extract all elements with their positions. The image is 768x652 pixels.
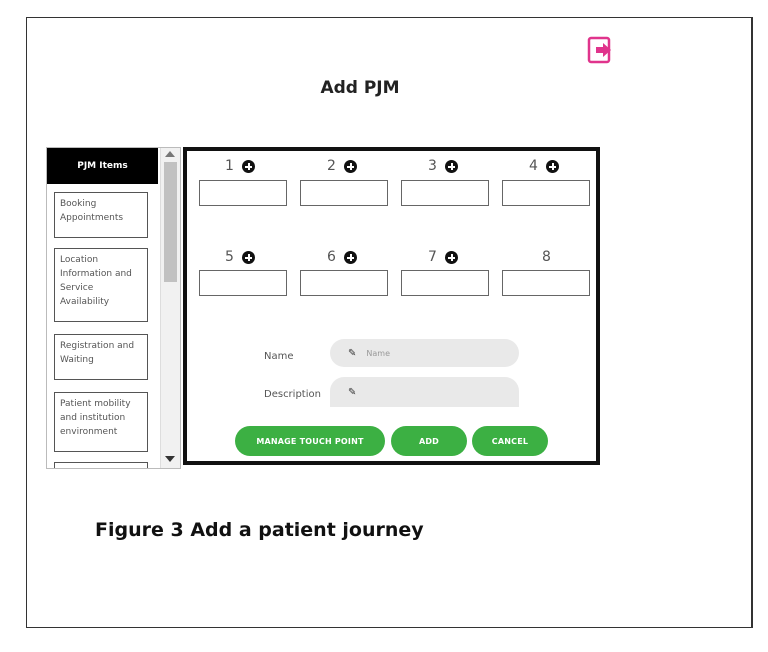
touch-point-6: 6 bbox=[327, 249, 357, 265]
add-circle-icon[interactable] bbox=[343, 159, 357, 173]
sidebar-item-registration[interactable]: Registration and Waiting bbox=[54, 334, 148, 380]
scroll-up-arrow-icon[interactable] bbox=[165, 151, 175, 157]
sidebar-item-booking[interactable]: Booking Appointments bbox=[54, 192, 148, 238]
touch-point-4: 4 bbox=[529, 158, 559, 174]
cancel-button[interactable]: CANCEL bbox=[472, 426, 548, 456]
touch-point-input-6[interactable] bbox=[300, 270, 388, 296]
add-circle-icon[interactable] bbox=[241, 159, 255, 173]
add-circle-icon[interactable] bbox=[545, 159, 559, 173]
sidebar-item-partial[interactable] bbox=[54, 462, 148, 468]
description-label: Description bbox=[264, 389, 321, 400]
sidebar-scrollbar[interactable] bbox=[160, 148, 180, 468]
pencil-icon: ✎ bbox=[348, 386, 357, 398]
sidebar-item-location[interactable]: Location Information and Service Availab… bbox=[54, 248, 148, 322]
scroll-down-arrow-icon[interactable] bbox=[165, 456, 175, 462]
touch-point-8: 8 bbox=[542, 249, 551, 265]
touch-point-number: 8 bbox=[542, 249, 551, 265]
add-circle-icon[interactable] bbox=[241, 250, 255, 264]
touch-point-1: 1 bbox=[225, 158, 255, 174]
touch-point-number: 2 bbox=[327, 158, 336, 174]
touch-point-input-1[interactable] bbox=[199, 180, 287, 206]
touch-point-input-8[interactable] bbox=[502, 270, 590, 296]
touch-point-3: 3 bbox=[428, 158, 458, 174]
touch-point-input-5[interactable] bbox=[199, 270, 287, 296]
touch-point-panel: 1 2 3 4 5 6 7 8 Name ✎ Name Descript bbox=[183, 147, 600, 465]
figure-caption: Figure 3 Add a patient journey bbox=[95, 519, 424, 541]
touch-point-number: 4 bbox=[529, 158, 538, 174]
table-divider bbox=[751, 17, 753, 628]
page-title: Add PJM bbox=[320, 78, 400, 98]
pencil-icon: ✎ bbox=[348, 347, 357, 359]
touch-point-input-3[interactable] bbox=[401, 180, 489, 206]
add-circle-icon[interactable] bbox=[444, 250, 458, 264]
name-label: Name bbox=[264, 351, 294, 362]
touch-point-number: 7 bbox=[428, 249, 437, 265]
name-input[interactable]: ✎ Name bbox=[330, 339, 519, 367]
touch-point-2: 2 bbox=[327, 158, 357, 174]
figure-frame bbox=[26, 17, 753, 628]
touch-point-number: 5 bbox=[225, 249, 234, 265]
touch-point-7: 7 bbox=[428, 249, 458, 265]
description-input[interactable]: ✎ bbox=[330, 377, 519, 407]
touch-point-input-2[interactable] bbox=[300, 180, 388, 206]
add-circle-icon[interactable] bbox=[444, 159, 458, 173]
exit-icon[interactable] bbox=[587, 36, 613, 64]
touch-point-number: 6 bbox=[327, 249, 336, 265]
manage-touch-point-button[interactable]: MANAGE TOUCH POINT bbox=[235, 426, 385, 456]
pjm-items-sidebar: PJM Items Booking Appointments Location … bbox=[46, 147, 181, 469]
sidebar-item-patient-mobility[interactable]: Patient mobility and institution environ… bbox=[54, 392, 148, 452]
add-circle-icon[interactable] bbox=[343, 250, 357, 264]
touch-point-input-4[interactable] bbox=[502, 180, 590, 206]
touch-point-number: 1 bbox=[225, 158, 234, 174]
add-button[interactable]: ADD bbox=[391, 426, 467, 456]
touch-point-5: 5 bbox=[225, 249, 255, 265]
scroll-thumb[interactable] bbox=[164, 162, 177, 282]
sidebar-header: PJM Items bbox=[47, 148, 158, 184]
touch-point-number: 3 bbox=[428, 158, 437, 174]
name-placeholder: Name bbox=[366, 348, 390, 358]
touch-point-input-7[interactable] bbox=[401, 270, 489, 296]
